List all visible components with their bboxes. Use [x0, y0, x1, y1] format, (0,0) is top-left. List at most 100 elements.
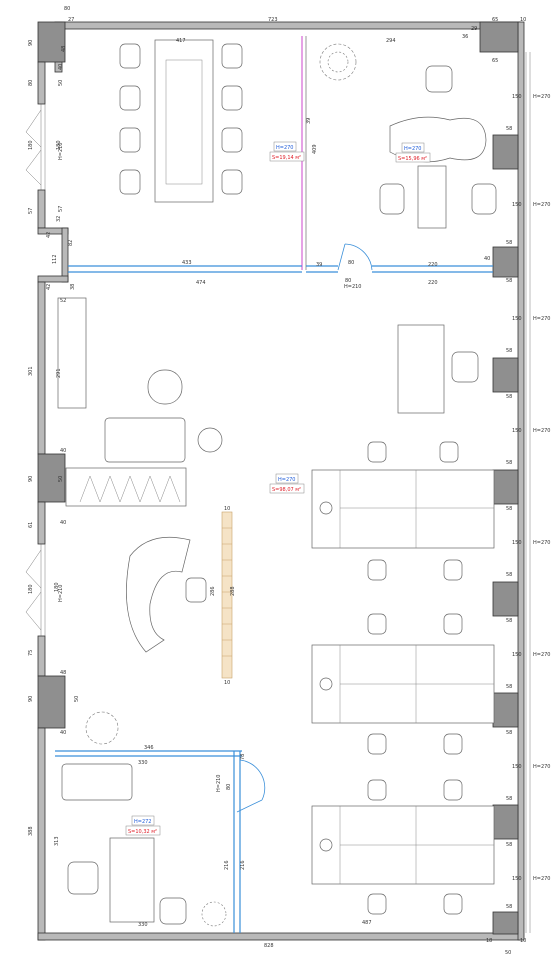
svg-text:150: 150 [512, 428, 522, 434]
svg-text:50: 50 [505, 950, 511, 956]
column-right-3 [492, 357, 519, 393]
svg-text:S=19,14 м²: S=19,14 м² [272, 155, 301, 161]
svg-text:409: 409 [312, 144, 318, 154]
svg-text:10: 10 [224, 506, 230, 512]
reception-chair [185, 577, 207, 603]
svg-text:828: 828 [264, 943, 274, 949]
sofa [104, 417, 186, 463]
wall-left-step3 [37, 275, 69, 283]
svg-text:10: 10 [520, 938, 526, 944]
svg-text:150: 150 [512, 652, 522, 658]
manager-desk [397, 324, 445, 414]
guest-chair-2 [471, 183, 497, 215]
meeting-table [154, 39, 214, 203]
small-office-door [236, 759, 266, 813]
svg-text:65: 65 [492, 58, 498, 64]
svg-text:65: 65 [492, 17, 498, 23]
svg-text:S=15,96 м²: S=15,96 м² [398, 156, 427, 162]
svg-text:27: 27 [68, 17, 74, 23]
svg-text:40: 40 [60, 448, 66, 454]
svg-text:474: 474 [196, 280, 206, 286]
svg-text:388: 388 [28, 826, 34, 836]
column-left-1 [37, 453, 66, 503]
svg-text:90: 90 [28, 696, 34, 702]
svg-text:H=270: H=270 [533, 764, 551, 770]
svg-text:150: 150 [512, 540, 522, 546]
meeting-chairs [119, 43, 243, 195]
svg-text:180: 180 [56, 140, 62, 150]
svg-text:H=270: H=270 [533, 540, 551, 546]
svg-text:150: 150 [512, 316, 522, 322]
column-left-2 [37, 675, 66, 729]
svg-text:58: 58 [506, 278, 512, 284]
svg-text:58: 58 [506, 684, 512, 690]
room-tag-small-office: H=272 S=10,32 м² [125, 815, 161, 836]
svg-text:32: 32 [56, 216, 62, 222]
wall-left-2 [37, 189, 46, 229]
wall-left-3 [37, 281, 46, 455]
column-right-1 [492, 134, 519, 170]
room-tag-meeting: H=270 S=19,14 м² [269, 141, 305, 162]
svg-text:58: 58 [506, 842, 512, 848]
svg-text:433: 433 [182, 260, 192, 266]
svg-text:723: 723 [268, 17, 278, 23]
plant-mid [85, 711, 119, 745]
column-top-left [37, 21, 66, 63]
svg-text:220: 220 [428, 280, 438, 286]
svg-text:H=210: H=210 [344, 284, 362, 290]
coffee-table [147, 369, 183, 405]
director-armchair [425, 65, 453, 93]
svg-text:150: 150 [512, 764, 522, 770]
svg-text:61: 61 [28, 522, 34, 528]
wall-left-5 [37, 635, 46, 677]
svg-text:90: 90 [28, 40, 34, 46]
svg-text:48: 48 [60, 670, 66, 676]
plant-bottom [201, 901, 227, 927]
svg-text:48: 48 [61, 46, 67, 52]
svg-text:H=270: H=270 [278, 477, 296, 483]
svg-text:H=270: H=270 [533, 316, 551, 322]
column-right-5 [492, 581, 519, 617]
left-window-1 [25, 104, 46, 190]
svg-text:150: 150 [512, 202, 522, 208]
svg-text:78: 78 [240, 754, 246, 760]
svg-text:39: 39 [316, 262, 322, 268]
svg-text:58: 58 [506, 394, 512, 400]
svg-text:42: 42 [46, 232, 52, 238]
wall-left-1 [37, 61, 46, 105]
svg-text:286: 286 [210, 586, 216, 596]
svg-text:H=270: H=270 [533, 94, 551, 100]
svg-text:58: 58 [506, 730, 512, 736]
svg-text:58: 58 [506, 618, 512, 624]
svg-text:29: 29 [471, 26, 477, 32]
svg-text:10: 10 [224, 680, 230, 686]
svg-text:112: 112 [52, 254, 58, 264]
right-windows [525, 52, 531, 933]
svg-text:294: 294 [386, 38, 396, 44]
svg-text:S=98,07 м²: S=98,07 м² [272, 487, 301, 493]
column-right-8 [492, 911, 519, 935]
glass-partition-bottom [55, 750, 242, 933]
svg-text:H=270: H=270 [404, 146, 422, 152]
director-door [337, 243, 373, 271]
wall-top [54, 21, 521, 30]
svg-text:180: 180 [28, 584, 34, 594]
wall-left-step2 [61, 227, 69, 283]
svg-text:58: 58 [506, 904, 512, 910]
svg-text:H=210: H=210 [58, 585, 64, 603]
column-top-right [479, 21, 519, 53]
svg-text:180: 180 [28, 140, 34, 150]
svg-text:58: 58 [506, 796, 512, 802]
svg-text:417: 417 [176, 38, 186, 44]
svg-text:18: 18 [486, 938, 492, 944]
column-right-4 [492, 469, 519, 505]
svg-text:40: 40 [60, 520, 66, 526]
svg-text:150: 150 [512, 94, 522, 100]
svg-text:52: 52 [60, 298, 66, 304]
small-office-sofa [61, 763, 133, 801]
svg-text:40: 40 [484, 256, 490, 262]
wall-left-6 [37, 727, 46, 941]
shelf-pattern [79, 475, 181, 503]
wall-left-4 [37, 501, 46, 545]
wall-bottom [37, 932, 521, 941]
